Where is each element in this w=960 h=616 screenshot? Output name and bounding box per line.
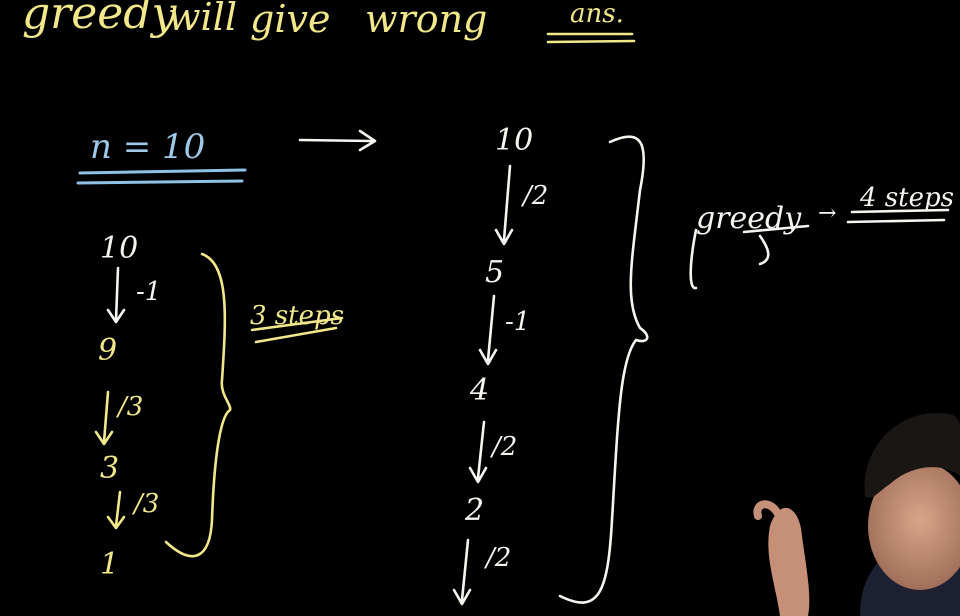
right-arrow-2 [478, 294, 498, 366]
transition-arrow [298, 129, 377, 152]
left-op-1: -1 [136, 277, 161, 307]
right-curly-brace [558, 135, 649, 604]
heading-word-ans: ans. [570, 0, 624, 29]
heading-word-wrong: wrong [365, 0, 487, 41]
heading-word-give: give [250, 0, 330, 41]
right-step-1: 10 [495, 123, 533, 158]
left-arrow-3 [106, 490, 126, 530]
right-op-3: /2 [489, 432, 517, 462]
left-step-2: 9 [98, 333, 117, 368]
heading-word-greedy: greedy [22, 0, 177, 39]
greedy-underline [742, 224, 810, 234]
right-arrow-3 [468, 420, 488, 484]
presenter-hair [864, 412, 960, 498]
n-underline [76, 168, 247, 185]
right-step-2: 5 [485, 255, 504, 290]
right-step-3: 4 [469, 373, 489, 408]
right-arrow-1 [494, 164, 514, 246]
left-step-3: 3 [100, 451, 119, 486]
presenter-hand [768, 507, 810, 616]
presenter-photo [753, 412, 960, 616]
left-curly-brace [164, 252, 232, 558]
left-arrow-2 [94, 390, 114, 446]
left-steps-underline [250, 316, 344, 344]
right-op-2: -1 [505, 307, 530, 337]
right-op-1: /2 [520, 181, 548, 211]
input-label: n = 10 [76, 127, 247, 185]
right-sequence: 10 /2 5 -1 4 /2 2 /2 greedy → 4 steps [452, 123, 954, 606]
left-steps-note: 3 steps [250, 301, 344, 331]
left-op-2: /3 [115, 392, 143, 422]
presenter-finger [753, 500, 784, 522]
heading-word-will: will [168, 0, 237, 39]
right-note-greedy: greedy [696, 201, 802, 236]
left-arrow-1 [106, 266, 126, 324]
presenter-face [868, 462, 960, 590]
right-note-arrow: → [818, 201, 836, 226]
greedy-tail-strokes [689, 228, 770, 290]
left-step-1: 10 [100, 231, 138, 266]
right-arrow-4 [452, 538, 472, 606]
ans-underline [546, 32, 636, 44]
n-equals-label: n = 10 [90, 127, 205, 167]
right-steps-note: 4 steps [859, 183, 954, 213]
left-op-3: /3 [131, 489, 159, 519]
right-steps-underline [846, 208, 950, 224]
heading-line: greedy will give wrong ans. [22, 0, 636, 44]
left-sequence: 10 -1 9 /3 3 /3 1 3 steps [94, 231, 344, 582]
left-step-4: 1 [100, 547, 119, 582]
right-step-4: 2 [464, 493, 484, 528]
right-op-4: /2 [483, 543, 511, 573]
